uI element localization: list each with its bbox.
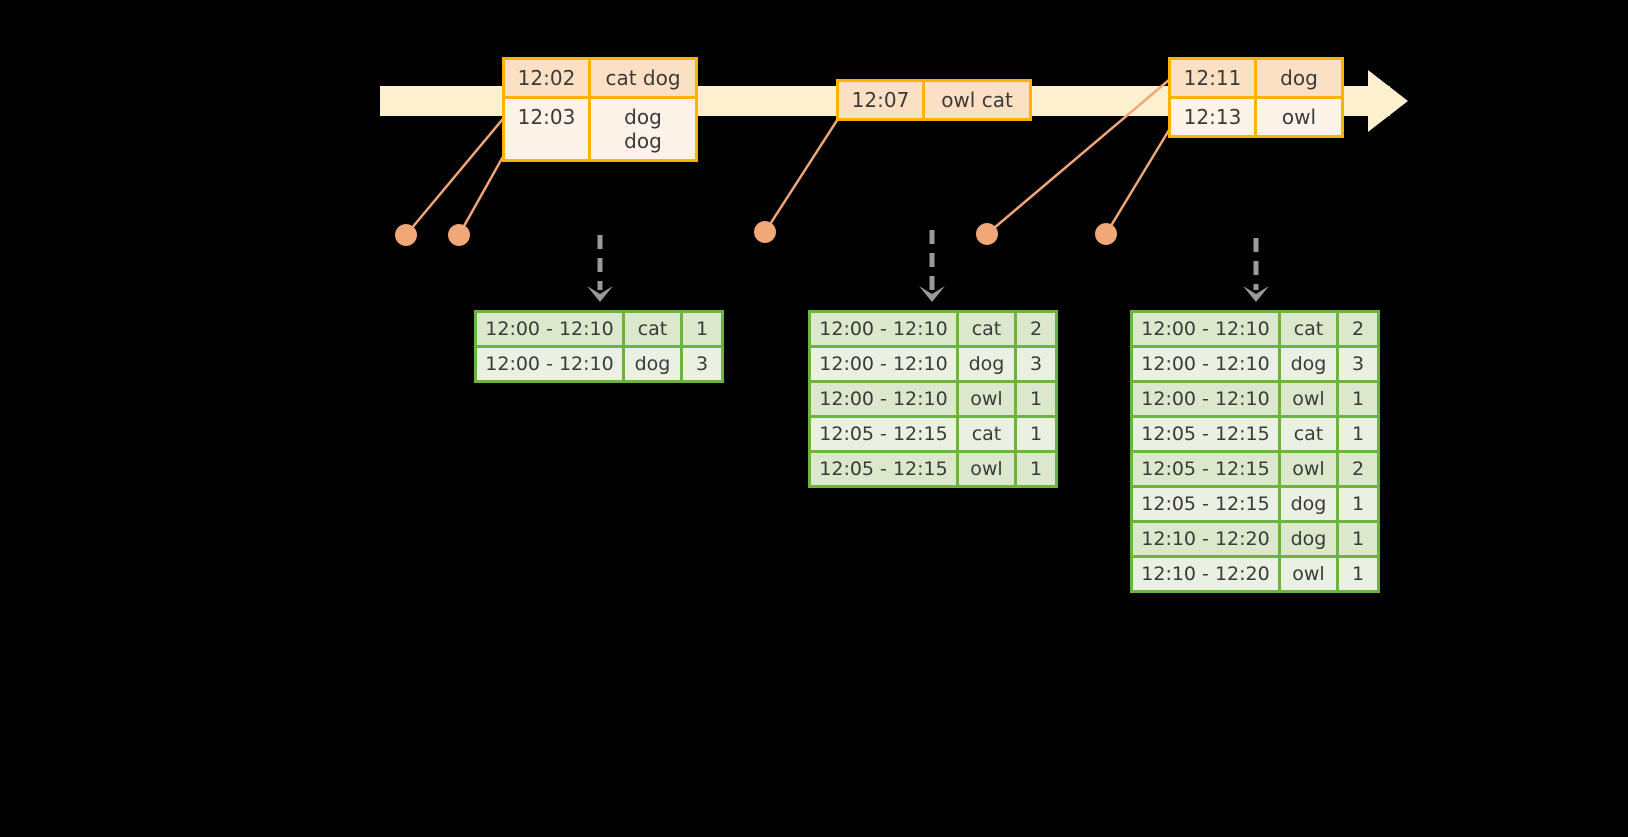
word-count: 1 — [1339, 558, 1377, 590]
window-range: 12:00 - 12:10 — [1133, 383, 1281, 415]
event-row: 12:03 dog dog — [505, 96, 695, 159]
window-range: 12:05 - 12:15 — [1133, 453, 1281, 485]
event-value: dog — [1257, 60, 1341, 96]
connector-line — [405, 107, 513, 236]
window-range: 12:10 - 12:20 — [1133, 523, 1281, 555]
event-dot[interactable] — [976, 223, 998, 245]
event-time: 12:03 — [505, 99, 591, 159]
event-time: 12:11 — [1171, 60, 1257, 96]
word-count: 1 — [1339, 383, 1377, 415]
event-dot[interactable] — [1095, 223, 1117, 245]
event-dot[interactable] — [754, 221, 776, 243]
event-row: 12:13 owl — [1171, 96, 1341, 135]
word-key: cat — [1281, 313, 1339, 345]
window-range: 12:00 - 12:10 — [1133, 313, 1281, 345]
event-value: owl cat — [925, 82, 1029, 118]
word-key: dog — [625, 348, 683, 380]
emit-arrow-head-icon — [919, 286, 945, 302]
word-key: owl — [1281, 383, 1339, 415]
connector-line — [763, 107, 847, 233]
event-time: 12:07 — [839, 82, 925, 118]
word-key: cat — [959, 418, 1017, 450]
word-key: owl — [959, 453, 1017, 485]
window-range: 12:05 - 12:15 — [1133, 488, 1281, 520]
word-key: cat — [1281, 418, 1339, 450]
word-key: dog — [1281, 523, 1339, 555]
event-value: dog dog — [591, 99, 695, 159]
word-count: 1 — [683, 313, 721, 345]
window-range: 12:00 - 12:10 — [811, 383, 959, 415]
word-count: 1 — [1339, 523, 1377, 555]
event-dot[interactable] — [395, 224, 417, 246]
event-box-3[interactable]: 12:11 dog 12:13 owl — [1168, 57, 1344, 138]
window-range: 12:10 - 12:20 — [1133, 558, 1281, 590]
word-count: 3 — [1017, 348, 1055, 380]
emit-arrow-head-icon — [1243, 286, 1269, 302]
word-count: 1 — [1339, 418, 1377, 450]
event-time: 12:02 — [505, 60, 591, 96]
word-key: owl — [959, 383, 1017, 415]
word-key: owl — [1281, 558, 1339, 590]
word-count: 3 — [683, 348, 721, 380]
window-range: 12:05 - 12:15 — [811, 418, 959, 450]
event-time: 12:13 — [1171, 99, 1257, 135]
word-count: 3 — [1339, 348, 1377, 380]
event-row: 12:02 cat dog — [505, 60, 695, 96]
word-count: 1 — [1017, 383, 1055, 415]
word-count: 1 — [1339, 488, 1377, 520]
word-count: 1 — [1017, 453, 1055, 485]
window-range: 12:05 - 12:15 — [1133, 418, 1281, 450]
word-count: 1 — [1017, 418, 1055, 450]
emit-arrow-head-icon — [587, 286, 613, 302]
window-range: 12:00 - 12:10 — [811, 348, 959, 380]
word-key: cat — [959, 313, 1017, 345]
window-range: 12:00 - 12:10 — [477, 348, 625, 380]
event-box-1[interactable]: 12:02 cat dog 12:03 dog dog — [502, 57, 698, 162]
word-count: 2 — [1017, 313, 1055, 345]
event-value: cat dog — [591, 60, 695, 96]
word-key: dog — [1281, 348, 1339, 380]
event-value: owl — [1257, 99, 1341, 135]
event-row: 12:07 owl cat — [839, 82, 1029, 118]
word-count: 2 — [1339, 453, 1377, 485]
event-box-2[interactable]: 12:07 owl cat — [836, 79, 1032, 121]
window-range: 12:00 - 12:10 — [1133, 348, 1281, 380]
word-count: 2 — [1339, 313, 1377, 345]
window-range: 12:00 - 12:10 — [811, 313, 959, 345]
event-dot[interactable] — [448, 224, 470, 246]
word-key: owl — [1281, 453, 1339, 485]
word-key: dog — [1281, 488, 1339, 520]
window-range: 12:05 - 12:15 — [811, 453, 959, 485]
window-range: 12:00 - 12:10 — [477, 313, 625, 345]
event-row: 12:11 dog — [1171, 60, 1341, 96]
word-key: cat — [625, 313, 683, 345]
word-key: dog — [959, 348, 1017, 380]
timeline-arrowhead-icon — [1368, 70, 1408, 132]
